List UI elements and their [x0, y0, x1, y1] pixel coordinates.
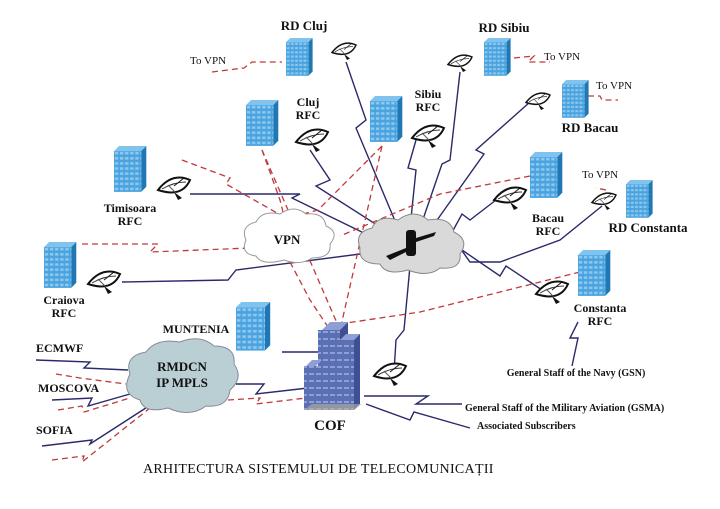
dlink-rmdcn-cof	[227, 397, 307, 405]
link-constantarfc	[461, 249, 549, 295]
to-vpn-label-rdcluj: To VPN	[190, 55, 226, 67]
cluj-rfc-dish-icon	[295, 128, 329, 153]
dlink-ecmwf	[55, 373, 127, 385]
link-moscova	[51, 393, 131, 408]
dlink-timisoara	[181, 159, 301, 227]
vpn-label: VPN	[274, 232, 301, 247]
rd-cluj-label: RD Cluj	[281, 18, 328, 33]
cluj-rfc-building[interactable]	[246, 100, 279, 146]
link-rdbacau	[429, 101, 531, 231]
link-sibiurfc	[407, 139, 417, 229]
craiova-rfc-building[interactable]	[44, 242, 77, 288]
sibiu-rfc-label-2: RFC	[416, 100, 441, 114]
dlink-craiova-vpn	[82, 243, 251, 253]
rd-bacau-dish-icon	[525, 92, 551, 111]
link-craiova	[121, 253, 361, 283]
link-associated	[365, 403, 471, 429]
timisoara-rfc-label-1: Timisoara	[104, 201, 156, 215]
link-clujrfc	[309, 149, 389, 233]
dlink-sofia	[51, 407, 151, 464]
satellite-icon	[386, 230, 436, 260]
sofia-label: SOFIA	[36, 423, 73, 437]
bacau-rfc-label-1: Bacau	[532, 211, 564, 225]
timisoara-rfc-dish-icon	[157, 176, 191, 201]
link-rdconstanta	[459, 205, 603, 263]
satellite-hub-cloud[interactable]	[358, 213, 465, 274]
link-gsn	[568, 321, 579, 367]
sibiu-rfc-dish-icon	[411, 124, 445, 149]
rd-sibiu-label: RD Sibiu	[479, 20, 530, 35]
muntenia-label: MUNTENIA	[163, 322, 230, 336]
craiova-rfc-label-1: Craiova	[43, 293, 84, 307]
dlink-rdbacau-vpn	[588, 95, 618, 101]
rd-constanta-building[interactable]	[626, 180, 653, 218]
to-vpn-label-rdsibiu: To VPN	[544, 51, 580, 63]
constanta-rfc-building[interactable]	[578, 250, 611, 296]
link-sofia	[41, 403, 153, 447]
diagram-title: ARHITECTURA SISTEMULUI DE TELECOMUNICAȚI…	[143, 462, 494, 477]
cof-dish-icon	[373, 362, 407, 387]
moscova-label: MOSCOVA	[38, 381, 99, 395]
craiova-rfc-label-2: RFC	[52, 306, 77, 320]
rmdcn-cloud[interactable]: RMDCN IP MPLS	[126, 338, 239, 413]
gsn-label: General Staff of the Navy (GSN)	[507, 368, 646, 379]
dlink-rdsibiu-vpn	[513, 55, 550, 63]
bacau-rfc-dish-icon	[493, 186, 527, 211]
dlink-vpn-cof	[289, 261, 331, 331]
link-rmdcn-cof	[236, 383, 309, 395]
link-rdsibiu	[419, 71, 461, 229]
cluj-rfc-label-2: RFC	[296, 108, 321, 122]
craiova-rfc-dish-icon	[87, 270, 121, 295]
link-cof-dish	[393, 265, 411, 373]
cof-label: COF	[314, 418, 346, 434]
to-vpn-label-rdconstanta: To VPN	[582, 169, 618, 181]
dlink-constanta-vpn	[339, 271, 581, 325]
timisoara-rfc-building[interactable]	[114, 146, 147, 192]
link-ecmwf	[35, 359, 129, 371]
sibiu-rfc-building[interactable]	[370, 96, 403, 142]
rd-bacau-building[interactable]	[562, 80, 589, 118]
rd-cluj-building[interactable]	[286, 38, 313, 76]
gsma-label: General Staff of the Military Aviation (…	[465, 403, 664, 414]
link-bacaurfc	[449, 199, 497, 237]
dlink-clujrfc-cof	[261, 149, 341, 331]
solid-links	[35, 61, 603, 447]
dlink-bacau-vpn	[339, 175, 531, 237]
rd-constanta-dish-icon	[591, 192, 617, 211]
vpn-cloud[interactable]: VPN	[243, 208, 335, 264]
constanta-rfc-dish-icon	[535, 280, 569, 305]
link-gsma	[364, 395, 462, 405]
constanta-rfc-label-2: RFC	[588, 314, 613, 328]
rd-cluj-dish-icon	[331, 42, 357, 61]
constanta-rfc-label-1: Constanta	[574, 301, 627, 315]
bacau-rfc-building[interactable]	[530, 152, 563, 198]
associated-subscribers-label: Associated Subscribers	[477, 421, 576, 432]
timisoara-rfc-label-2: RFC	[118, 214, 143, 228]
cluj-rfc-label-1: Cluj	[297, 95, 320, 109]
rmdcn-label-2: IP MPLS	[156, 375, 208, 390]
rd-bacau-label: RD Bacau	[562, 120, 619, 135]
rd-constanta-label: RD Constanta	[608, 220, 688, 235]
link-timisoara	[190, 193, 371, 237]
dlink-moscova	[57, 397, 131, 413]
rmdcn-label-1: RMDCN	[157, 359, 207, 374]
sibiu-rfc-label-1: Sibiu	[415, 87, 442, 101]
to-vpn-label-rdbacau: To VPN	[596, 80, 632, 92]
rd-sibiu-building[interactable]	[484, 38, 511, 76]
link-rdcluj	[345, 61, 399, 229]
ecmwf-label: ECMWF	[36, 341, 83, 355]
bacau-rfc-label-2: RFC	[536, 224, 561, 238]
muntenia-building[interactable]	[236, 302, 271, 351]
rd-sibiu-dish-icon	[447, 54, 473, 73]
cof-building[interactable]	[304, 322, 362, 410]
